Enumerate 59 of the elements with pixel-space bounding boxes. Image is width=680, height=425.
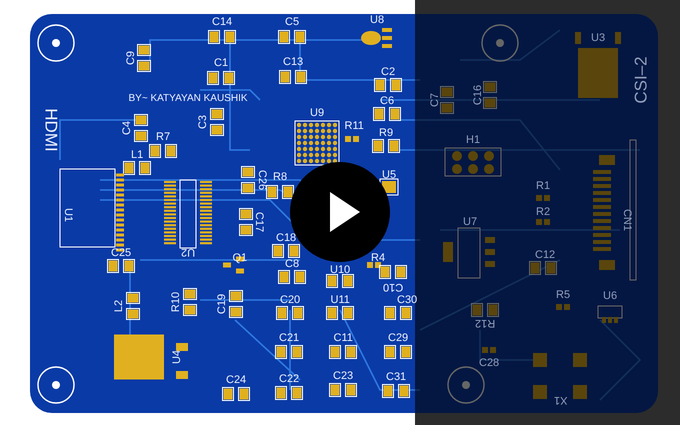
component-designator: U7 xyxy=(463,216,478,228)
component-designator: C19 xyxy=(216,294,228,314)
component-designator: C7 xyxy=(429,92,442,108)
component-designator: R12 xyxy=(475,317,496,329)
silkscreen-label: HDMI xyxy=(41,108,60,152)
component-designator: R9 xyxy=(379,127,394,139)
component-designator: U3 xyxy=(591,32,606,44)
component-designator: C14 xyxy=(212,16,232,28)
component-designator: R8 xyxy=(273,171,288,183)
component-designator: U8 xyxy=(370,14,384,26)
component-designator: C24 xyxy=(226,374,246,386)
component-designator: C16 xyxy=(472,84,484,106)
component-designator: C1 xyxy=(214,57,228,69)
component-designator: C10 xyxy=(383,281,404,293)
component-designator: C20 xyxy=(280,294,300,306)
component-designator: C26 xyxy=(256,170,268,190)
component-designator: C6 xyxy=(380,95,394,107)
component-designator: R5 xyxy=(556,289,570,301)
component-designator: R11 xyxy=(344,120,364,132)
component-designator: C31 xyxy=(386,371,406,383)
component-designator: C11 xyxy=(334,332,353,344)
component-designator: R2 xyxy=(536,206,550,218)
component-designator: U9 xyxy=(310,107,324,119)
component-designator: C5 xyxy=(285,16,300,28)
component-designator: U6 xyxy=(603,290,618,302)
component-designator: C23 xyxy=(333,370,354,382)
component-designator: C21 xyxy=(279,332,300,344)
component-designator: C25 xyxy=(111,247,132,259)
component-designator: C28 xyxy=(479,357,500,369)
component-designator: X1 xyxy=(554,394,567,406)
silkscreen-text: BY~ KATYAYAN KAUSHIK xyxy=(128,92,248,104)
component-designator: C17 xyxy=(253,212,266,232)
component-designator: H1 xyxy=(466,134,480,146)
component-designator: L2 xyxy=(113,300,126,312)
component-designator: C3 xyxy=(197,114,210,130)
component-designator: Q1 xyxy=(232,252,248,264)
component-designator: R7 xyxy=(156,131,170,143)
silkscreen-label: CSI–2 xyxy=(632,56,650,104)
component-designator: R1 xyxy=(536,180,550,192)
component-designator: C29 xyxy=(388,332,408,344)
component-designator: C12 xyxy=(535,249,556,261)
component-designator: C18 xyxy=(276,232,296,244)
component-designator: C9 xyxy=(125,50,138,66)
component-designator: U10 xyxy=(330,264,350,276)
component-designator: U2 xyxy=(181,246,196,258)
component-designator: R4 xyxy=(371,252,386,264)
component-designator: C8 xyxy=(285,258,300,270)
component-designator: U11 xyxy=(330,294,350,306)
component-designator: U5 xyxy=(382,169,396,181)
component-designator: CN1 xyxy=(621,209,633,231)
component-designator: C13 xyxy=(283,56,304,68)
component-designator: C2 xyxy=(381,66,396,78)
component-designator: U1 xyxy=(62,208,74,222)
component-designator: L1 xyxy=(131,149,144,161)
component-designator: R10 xyxy=(170,292,182,312)
component-designator: C4 xyxy=(121,120,134,136)
component-designator: C22 xyxy=(279,373,300,385)
component-designator: C30 xyxy=(397,294,418,306)
component-designator: U4 xyxy=(171,350,184,364)
